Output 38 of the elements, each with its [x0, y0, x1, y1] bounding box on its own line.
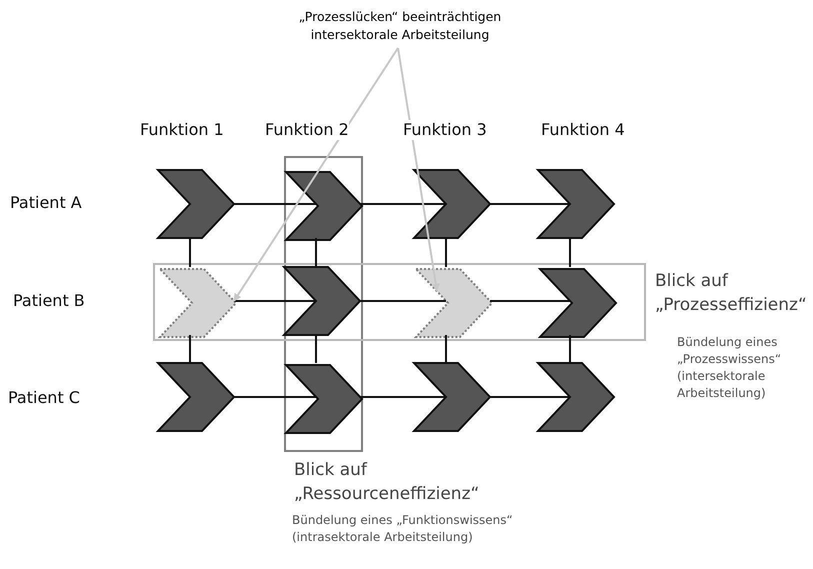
chevron-shape	[539, 268, 617, 338]
connector-line	[569, 335, 571, 363]
connector-line	[360, 396, 446, 398]
connector-line	[569, 238, 571, 267]
connector-line	[360, 300, 446, 302]
connector-line	[234, 396, 316, 398]
chevron-shape	[283, 266, 361, 336]
leader-arrow	[397, 48, 440, 292]
chevron-shape	[159, 268, 237, 338]
frame-heading: Blick auf „Ressourceneffizienz“	[294, 459, 480, 506]
chevron-shape	[413, 169, 491, 239]
connector-line	[445, 238, 447, 267]
frame-heading: Blick auf „Prozesseffizienz“	[655, 270, 808, 317]
connector-line	[234, 300, 316, 302]
connector-line	[315, 238, 317, 267]
connector-line	[360, 203, 446, 205]
connector-line	[189, 238, 191, 267]
leader-arrow	[233, 47, 399, 302]
chevron-shape	[285, 171, 363, 241]
note-text: Bündelung eines „Prozesswissens“ (intersektorale Arbeitsteilung)	[677, 334, 782, 402]
connector-line	[315, 335, 317, 363]
column-heading: Funktion 3	[403, 120, 487, 140]
connector-line	[189, 335, 191, 363]
note-text: Bündelung eines „Funktionswissens“ (intrasektorale Arbeitsteilung)	[292, 512, 514, 546]
chevron-shape	[537, 362, 615, 432]
chevron-shape	[413, 362, 491, 432]
connector-line	[234, 203, 316, 205]
connector-line	[445, 335, 447, 363]
chevron-shape	[415, 268, 493, 338]
chevron-shape	[285, 364, 363, 434]
chevron-shape	[537, 169, 615, 239]
callout-text: „Prozesslücken“ beeinträchtigen intersektorale Arbeitsteilung	[270, 8, 530, 44]
chevron-shape	[157, 362, 235, 432]
connector-line	[490, 300, 570, 302]
chevron-shape	[157, 169, 235, 239]
connector-line	[490, 396, 570, 398]
column-heading: Funktion 2	[265, 120, 349, 140]
connector-line	[490, 203, 570, 205]
